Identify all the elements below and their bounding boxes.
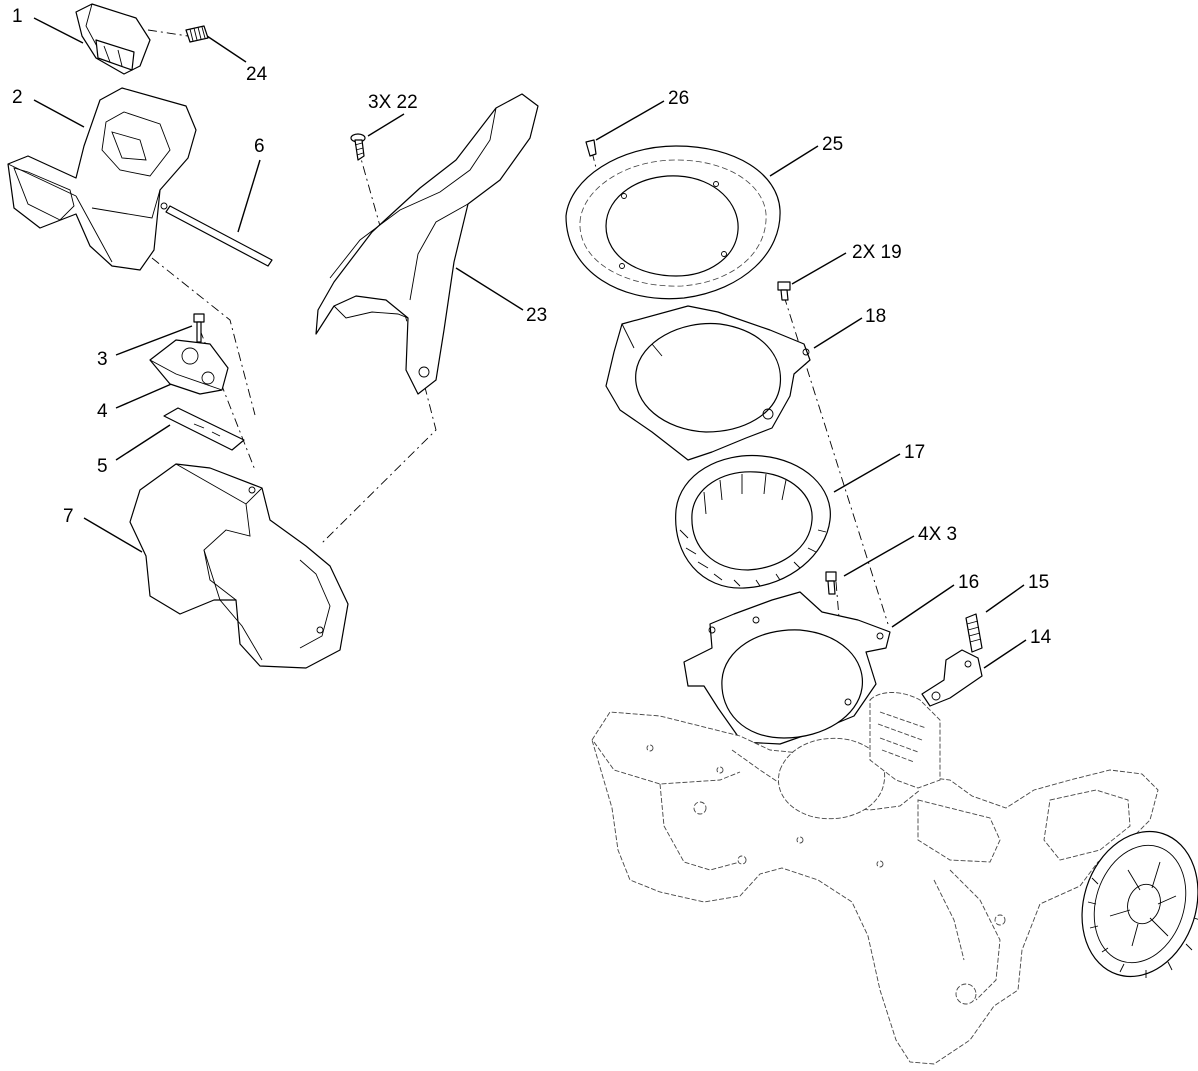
leader-5 — [115, 424, 171, 461]
part-24-spring — [185, 25, 209, 43]
leader-19 — [791, 252, 847, 285]
part-19-bolt — [777, 281, 791, 301]
wheel — [1081, 830, 1198, 978]
callout-label-15: 15 — [1028, 572, 1049, 593]
leader-18 — [813, 317, 863, 349]
callout-label-5: 5 — [97, 456, 108, 477]
leader-15 — [985, 584, 1025, 613]
leader-14 — [983, 639, 1027, 669]
leader-7 — [83, 517, 143, 553]
callout-label-26: 26 — [668, 88, 689, 109]
leader-16 — [891, 584, 955, 628]
callout-label-7: 7 — [63, 506, 74, 527]
part-1-deflector-knob — [75, 3, 151, 75]
leader-2 — [33, 99, 85, 128]
leader-1 — [33, 17, 84, 44]
leader-lines — [33, 17, 1027, 669]
part-22-screw — [350, 133, 366, 161]
part-6-rod — [165, 205, 273, 267]
part-3-bolt-left — [193, 313, 205, 343]
callout-label-16: 16 — [958, 572, 979, 593]
part-14-lever — [921, 649, 983, 707]
callout-label-2: 2 — [12, 87, 23, 108]
part-7-upper-chute — [129, 463, 349, 669]
part-18-mounting-plate — [605, 305, 811, 461]
leader-23 — [455, 267, 524, 311]
callout-label-3a: 3 — [97, 349, 108, 370]
callout-label-4: 4 — [97, 401, 108, 422]
callout-label-22: 3X 22 — [368, 92, 418, 113]
leader-26 — [595, 100, 665, 141]
leader-3a — [115, 325, 193, 356]
callout-labels: 1 24 2 6 3X 22 23 3 4 5 7 26 25 2X 19 18… — [12, 6, 1052, 648]
part-2-chute-control-housing — [7, 87, 197, 271]
part-3-bolt-right — [825, 571, 837, 595]
callout-label-24: 24 — [246, 64, 268, 85]
leader-6 — [237, 159, 261, 233]
callout-label-23: 23 — [526, 305, 547, 326]
callout-label-19: 2X 19 — [852, 242, 902, 263]
part-4-pivot-bracket — [149, 339, 229, 395]
part-26-screw — [585, 139, 597, 157]
leader-3b — [843, 535, 915, 577]
part-16-chute-collar — [683, 591, 891, 745]
leader-24 — [206, 35, 247, 63]
part-23-deflector — [315, 93, 539, 395]
part-25-ring — [565, 145, 781, 300]
callout-label-25: 25 — [822, 134, 843, 155]
leader-17 — [833, 453, 901, 493]
part-15-spring — [965, 613, 983, 653]
callout-label-3b: 4X 3 — [918, 524, 957, 545]
snowthrower-housing — [591, 692, 1159, 1065]
part-5-plate — [163, 407, 245, 451]
callout-label-1: 1 — [12, 6, 23, 27]
part-17-gear-ring — [675, 454, 831, 589]
leader-25 — [769, 145, 819, 177]
callout-label-17: 17 — [904, 442, 925, 463]
callout-label-14: 14 — [1030, 627, 1052, 648]
leader-4 — [115, 381, 177, 409]
callout-label-18: 18 — [865, 306, 886, 327]
callout-label-6: 6 — [254, 136, 265, 157]
leader-22 — [367, 113, 405, 137]
